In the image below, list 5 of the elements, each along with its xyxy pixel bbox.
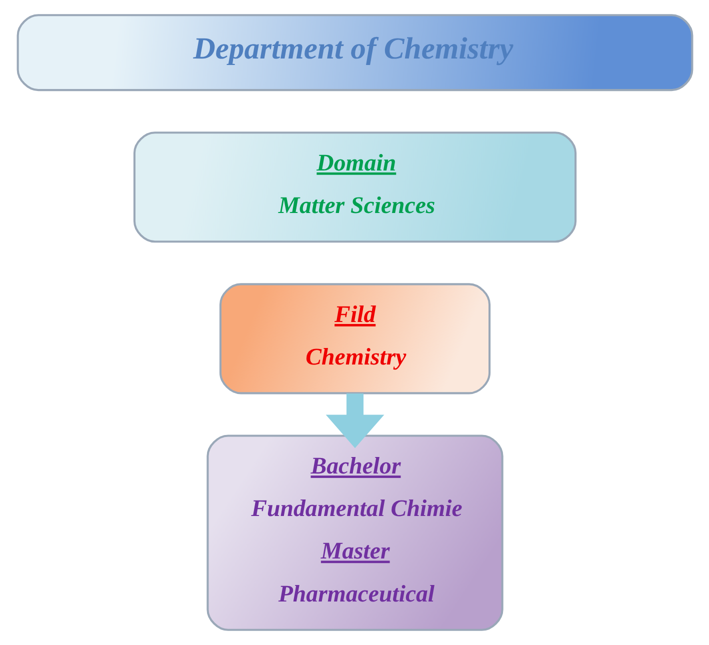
node-box: Fild Chemistry — [218, 283, 490, 394]
node-box: Domain Matter Sciences — [132, 132, 576, 243]
arrow — [325, 394, 384, 448]
node-box: Department of Chemistry — [16, 14, 693, 92]
node-box: Bachelor Fundamental Chimie Master Pharmaceutical — [206, 434, 503, 631]
